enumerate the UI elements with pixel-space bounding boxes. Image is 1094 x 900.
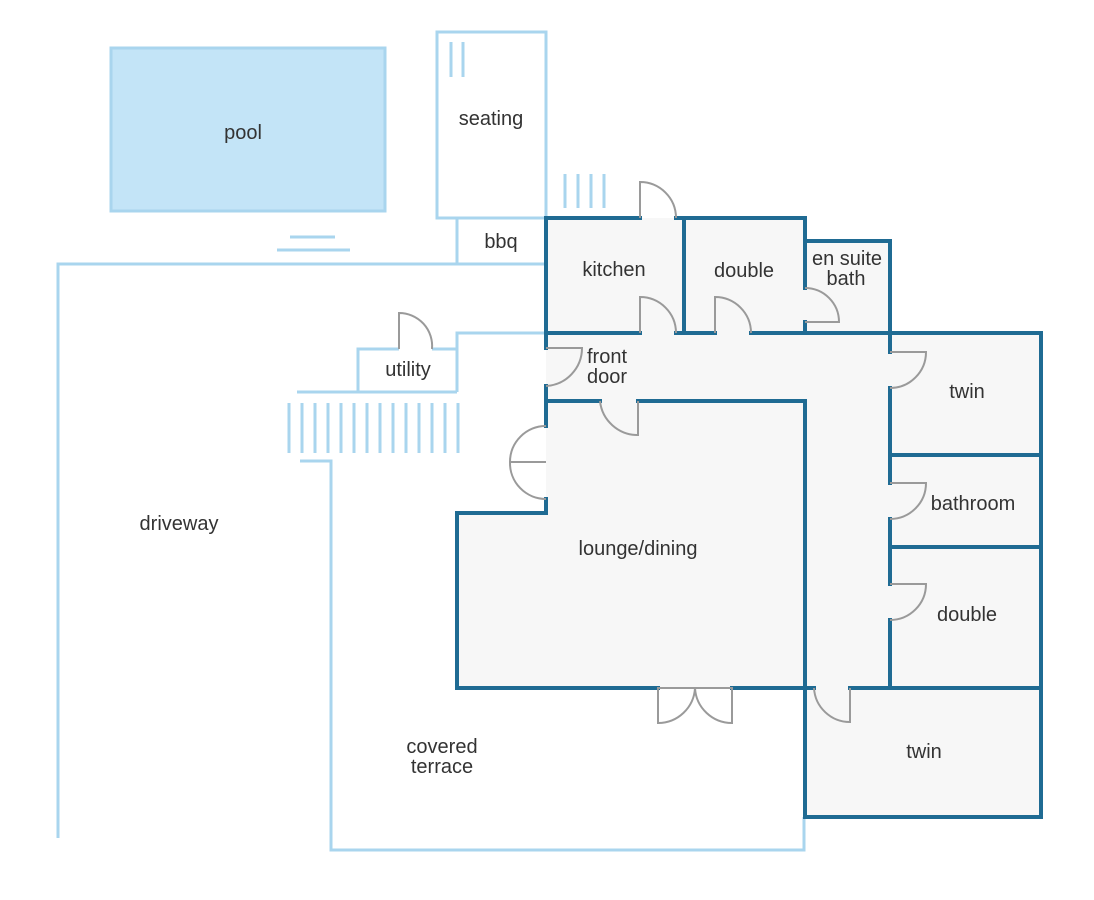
twin-top-door (889, 351, 928, 389)
kitchen-steps (563, 174, 606, 208)
twin-bottom-label: twin (906, 741, 942, 763)
front-door-label-line1: front (587, 346, 627, 368)
front-door-swing (545, 347, 584, 387)
double-right-door (889, 583, 928, 621)
terrace-door-left (657, 687, 697, 725)
utility-wall (297, 347, 399, 394)
ensuite-label-line2: bath (827, 268, 866, 290)
double-top-label: double (714, 260, 774, 282)
double-right-label: double (937, 604, 997, 626)
front-door-label-line2: door (587, 366, 627, 388)
kitchen-label: kitchen (582, 259, 645, 281)
utility-label: utility (385, 359, 431, 381)
driveway-boundary (56, 262, 546, 838)
bathroom-door (889, 482, 928, 520)
doors (398, 180, 928, 725)
side-door-top (508, 425, 547, 463)
driveway-label: driveway (140, 513, 219, 535)
kitchen-outer-door (639, 180, 677, 219)
kitchen-inner-door (639, 295, 677, 334)
utility-door (398, 311, 434, 350)
room-labels: pool seating bbq kitchen double en suite… (140, 108, 1016, 778)
terrace-boundary (300, 459, 806, 852)
interior-walls (455, 216, 1043, 819)
covered-terrace-label-line1: covered (406, 736, 477, 758)
seating-label: seating (459, 108, 524, 130)
double-top-door (714, 295, 752, 334)
twin-bottom-door (813, 687, 851, 724)
side-door-bottom (508, 461, 547, 500)
pool-area (109, 46, 387, 213)
lounge-dining-label: lounge/dining (579, 538, 698, 560)
ensuite-door (804, 287, 841, 323)
terrace-steps (287, 403, 460, 453)
lounge-door-swing (599, 400, 639, 437)
utility-wall (432, 331, 546, 351)
bathroom-label: bathroom (931, 493, 1016, 515)
outdoor-outlines (56, 30, 806, 852)
room-fills (457, 218, 1041, 817)
pool-label: pool (224, 122, 262, 144)
bbq-label: bbq (484, 231, 517, 253)
covered-terrace-label-line2: terrace (411, 756, 473, 778)
terrace-door-right (693, 687, 733, 725)
twin-top-label: twin (949, 381, 985, 403)
ensuite-label-line1: en suite (812, 248, 882, 270)
